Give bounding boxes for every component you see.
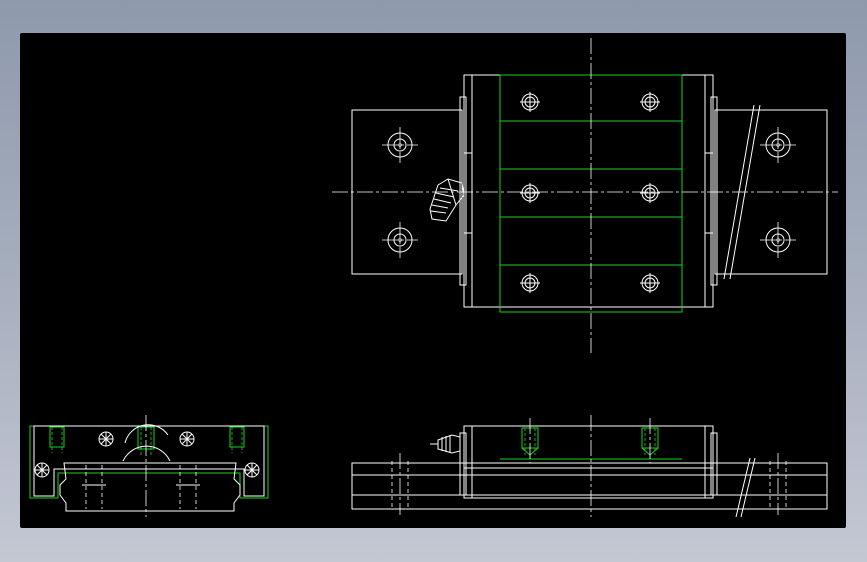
- end-cap-left: [459, 96, 467, 286]
- bolt-hole-icon: [640, 273, 660, 293]
- side-carriage-inner: [33, 425, 265, 497]
- thread-icon: [229, 426, 245, 453]
- carriage-body: [463, 74, 714, 308]
- rail-hole-icon: [382, 127, 418, 163]
- rail-hole-icon: [760, 127, 796, 163]
- front-end-cap-left: [459, 432, 467, 496]
- bolt-hole-icon: [520, 273, 540, 293]
- front-view: [351, 415, 828, 518]
- side-seal-arc: [124, 424, 169, 444]
- bolt-hole-icon: [98, 431, 114, 447]
- front-carriage: [463, 425, 714, 499]
- top-view: [332, 38, 838, 353]
- front-end-cap-right: [710, 432, 718, 496]
- grease-nipple-icon: [430, 434, 461, 454]
- side-seal-arc: [122, 445, 171, 462]
- break-line-b: [740, 457, 756, 518]
- cad-drawing: [29, 38, 838, 518]
- side-view: [29, 415, 269, 517]
- cad-viewport[interactable]: [20, 33, 846, 528]
- bolt-hole-icon: [34, 462, 50, 478]
- bolt-hole-icon: [520, 183, 540, 203]
- bolt-hole-icon: [520, 92, 540, 112]
- break-line-a: [735, 457, 751, 518]
- bolt-hole-icon: [179, 431, 195, 447]
- side-rail-profile: [59, 462, 241, 512]
- end-cap-right: [710, 96, 718, 286]
- rail-hole-icon: [382, 222, 418, 258]
- bolt-hole-icon: [640, 183, 660, 203]
- rail-hole-icon: [760, 222, 796, 258]
- bolt-hole-icon: [640, 92, 660, 112]
- bolt-hole-icon: [244, 462, 260, 478]
- front-rail: [351, 462, 828, 510]
- thread-icon: [49, 426, 65, 453]
- grease-nipple-icon: [429, 178, 465, 222]
- side-carriage-outline: [29, 425, 269, 499]
